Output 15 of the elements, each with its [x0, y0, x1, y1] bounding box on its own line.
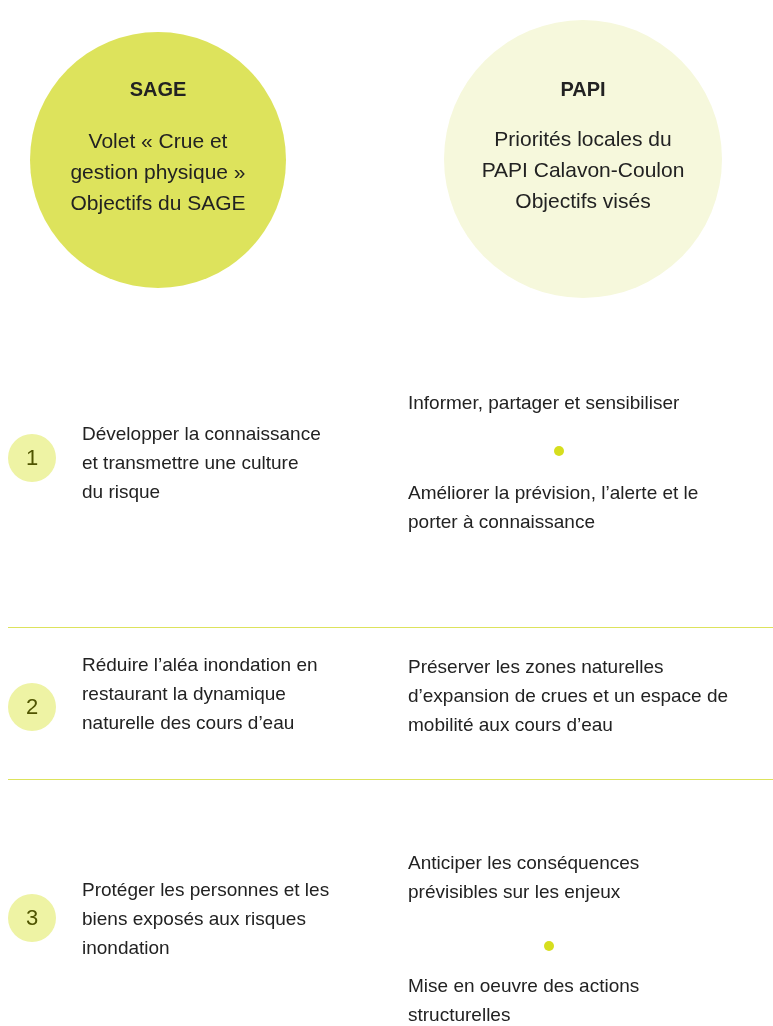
number-circle: 1: [8, 434, 56, 482]
number-circle: 2: [8, 683, 56, 731]
row-text: Anticiper les conséquences prévisibles sur les enjeux: [408, 851, 641, 904]
circle-text: Priorités locales du PAPI Calavon-Coulon Objectifs visés: [480, 126, 686, 214]
number-circle: 3: [8, 894, 56, 942]
row-text: Améliorer la prévision, l’alerte et le porter à connaissance: [408, 481, 700, 534]
row-text: Préserver les zones naturelles d’expansion de crues et un espace de mobilité aux cours d’eau: [408, 655, 730, 737]
row-text: Réduire l’aléa inondation en restaurant la dynamique naturelle des cours d’eau: [82, 653, 319, 735]
circle-heading: PAPI: [560, 78, 606, 101]
row-text: Protéger les personnes et les biens exposés aux risques inondation: [82, 878, 331, 960]
row-text: Mise en oeuvre des actions structurelles: [408, 974, 641, 1026]
row-text: Informer, partager et sensibiliser: [408, 391, 681, 415]
circle-text: Volet « Crue et gestion physique » Objectifs du SAGE: [69, 128, 247, 216]
circle-heading: SAGE: [129, 78, 187, 101]
row-text: Développer la connaissance et transmettre une culture du risque: [82, 422, 322, 504]
